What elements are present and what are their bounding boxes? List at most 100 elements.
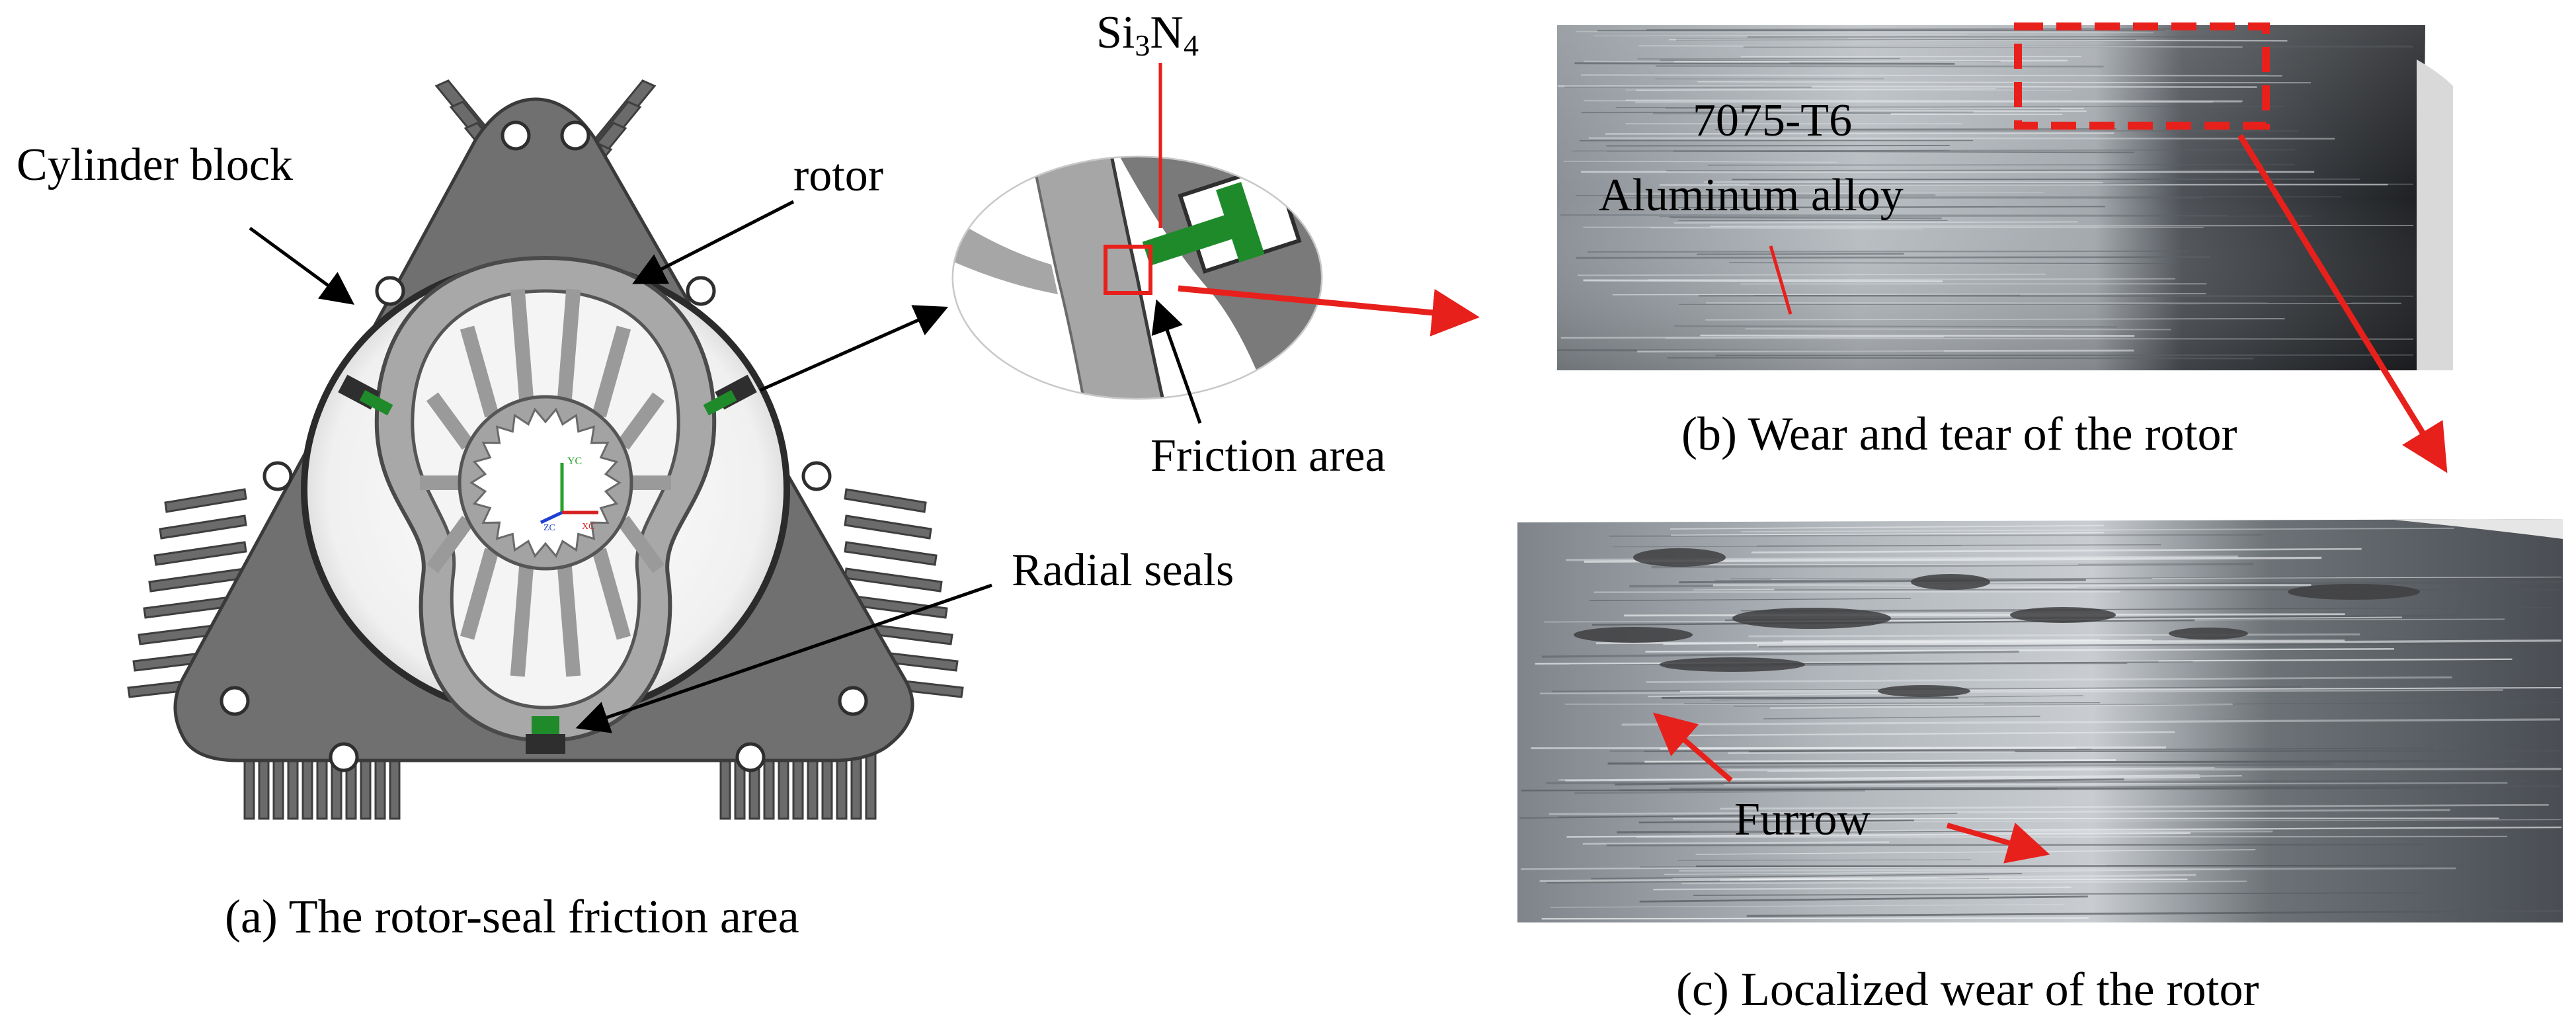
label-friction-area: Friction area (1150, 430, 1386, 481)
scratch (1659, 183, 2388, 186)
leader-material (1769, 245, 1792, 315)
scratch (1744, 206, 1996, 208)
scratch (1588, 250, 2189, 253)
scratch (1574, 62, 1955, 65)
furrow-line (1566, 832, 2191, 838)
scratch (1615, 106, 2285, 108)
furrow-line (1670, 784, 2562, 790)
furrow-line (1679, 867, 2456, 872)
spoke (617, 515, 665, 573)
scratch (1588, 137, 2335, 140)
furrow-line (1766, 826, 2562, 833)
scratch (1650, 227, 1923, 229)
scratch (1745, 110, 2087, 112)
furrow-line (1746, 909, 2562, 917)
radial-seal-bottom (526, 716, 565, 754)
scratch (1607, 192, 2045, 194)
scratch (1697, 253, 1904, 255)
furrow-line (1660, 746, 2167, 750)
furrow-line (1693, 587, 2077, 591)
scratch (1697, 81, 2312, 83)
spoke (592, 325, 631, 418)
furrow-line (1673, 817, 2499, 820)
furrow-line (1757, 639, 2562, 647)
scratch (1637, 349, 2134, 352)
furrow-line (1783, 639, 2101, 643)
label-si3n4-si: Si (1096, 7, 1135, 58)
label-material-line2: Aluminum alloy (1599, 170, 1904, 221)
spoke (460, 548, 499, 640)
arrow-to-zoom (759, 305, 949, 392)
scratch (1625, 99, 2243, 102)
friction-area-box (1104, 245, 1152, 295)
furrow-line (1711, 695, 2083, 701)
scratch (1563, 161, 1838, 163)
scratch (1576, 30, 2153, 34)
scratch (1669, 39, 2288, 42)
spoke (460, 325, 499, 418)
furrow-line (1638, 819, 1914, 824)
surface-scratches (1557, 28, 2414, 360)
label-si3n4-sub4: 4 (1184, 28, 1199, 62)
scratch (1576, 256, 2211, 259)
furrow-line (1644, 747, 2434, 753)
furrow-line (1751, 548, 2362, 553)
furrow-line (1767, 767, 2215, 772)
furrow-line (1759, 819, 2562, 823)
furrow-line (1539, 689, 2503, 695)
scratch (1584, 100, 2213, 103)
fin (844, 488, 927, 513)
scratch (1647, 278, 2175, 281)
rotor-spokes (420, 288, 671, 677)
scratch (1745, 130, 2298, 132)
scratch (1560, 214, 2227, 217)
furrow-line (1621, 718, 2560, 726)
scratch (1638, 45, 2243, 48)
caption-b: (b) Wear and tear of the rotor (1681, 407, 2237, 460)
label-si3n4-sub3: 3 (1135, 28, 1150, 62)
dark-wear-patches (1574, 548, 2420, 697)
furrow-line (1609, 774, 2200, 781)
fin (844, 567, 943, 593)
furrow-line (1711, 763, 2333, 768)
rotary-engine-section-drawing: YC ZC XC (127, 79, 964, 820)
scratch (1705, 318, 2285, 321)
furrow-line (1541, 917, 2089, 920)
furrow-line (1544, 618, 2505, 623)
label-rotor: rotor (793, 150, 883, 201)
furrow-line (1653, 886, 2072, 891)
arrow-furrow-right (1946, 823, 2050, 864)
furrow-line (1582, 841, 1890, 845)
arrow-friction-area (1151, 299, 1202, 424)
furrow-line (1664, 869, 2231, 876)
furrow-line (1684, 702, 2101, 704)
furrow-line (1541, 650, 2019, 658)
fin (159, 514, 247, 540)
furrow-line (1720, 803, 2549, 810)
label-furrow: Furrow (1734, 794, 1871, 845)
arrow-cylinder-block (249, 226, 355, 305)
scratch (1673, 150, 2134, 153)
label-si3n4-n: N (1150, 7, 1184, 58)
scratch (1703, 181, 2103, 184)
radial-seal-left (338, 374, 393, 416)
scratch (1607, 149, 1950, 152)
scratch (1715, 354, 2414, 356)
fin (153, 541, 247, 566)
furrow-line (1593, 591, 2120, 593)
spoke (557, 288, 581, 400)
furrow-line (1734, 702, 2562, 707)
fin (164, 488, 247, 513)
furrow-line (1644, 759, 2116, 763)
furrow-line (1519, 812, 1958, 819)
furrow-line (1565, 776, 2200, 782)
spoke (426, 515, 474, 573)
furrow-line (1763, 716, 2040, 719)
arrow-furrow-left (1652, 712, 1733, 783)
furrow-line (1671, 532, 2104, 536)
photo-localized-wear: Furrow (1517, 519, 2563, 922)
scratch (1655, 65, 2104, 67)
furrow-line (1741, 607, 2553, 612)
furrow-line (1591, 873, 2023, 880)
scratch (1572, 149, 2296, 151)
